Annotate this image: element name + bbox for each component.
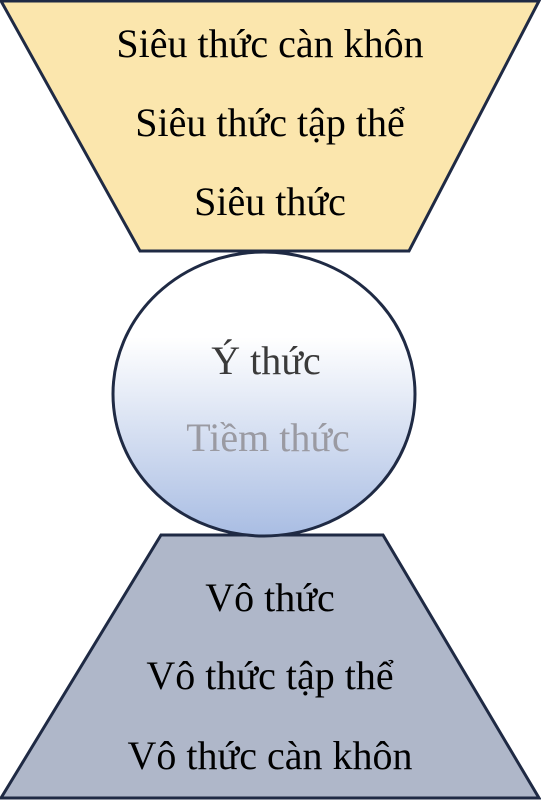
bottom-line-3: Vô thức càn khôn — [128, 733, 413, 778]
middle-line-2: Tiềm thức — [186, 415, 350, 460]
top-line-3: Siêu thức — [194, 179, 346, 224]
bottom-line-2: Vô thức tập thể — [146, 653, 393, 698]
top-section: Siêu thức càn khôn Siêu thức tập thể Siê… — [0, 0, 541, 253]
middle-section: Ý thức Tiềm thức — [111, 250, 417, 538]
middle-circle — [111, 250, 417, 538]
middle-line-1: Ý thức — [211, 338, 320, 383]
bottom-line-1: Vô thức — [205, 575, 334, 620]
bottom-trapezoid — [0, 533, 541, 800]
bottom-section: Vô thức Vô thức tập thể Vô thức càn khôn — [0, 533, 541, 800]
top-trapezoid — [0, 0, 541, 253]
top-line-2: Siêu thức tập thể — [135, 100, 405, 145]
top-line-1: Siêu thức càn khôn — [116, 21, 423, 66]
